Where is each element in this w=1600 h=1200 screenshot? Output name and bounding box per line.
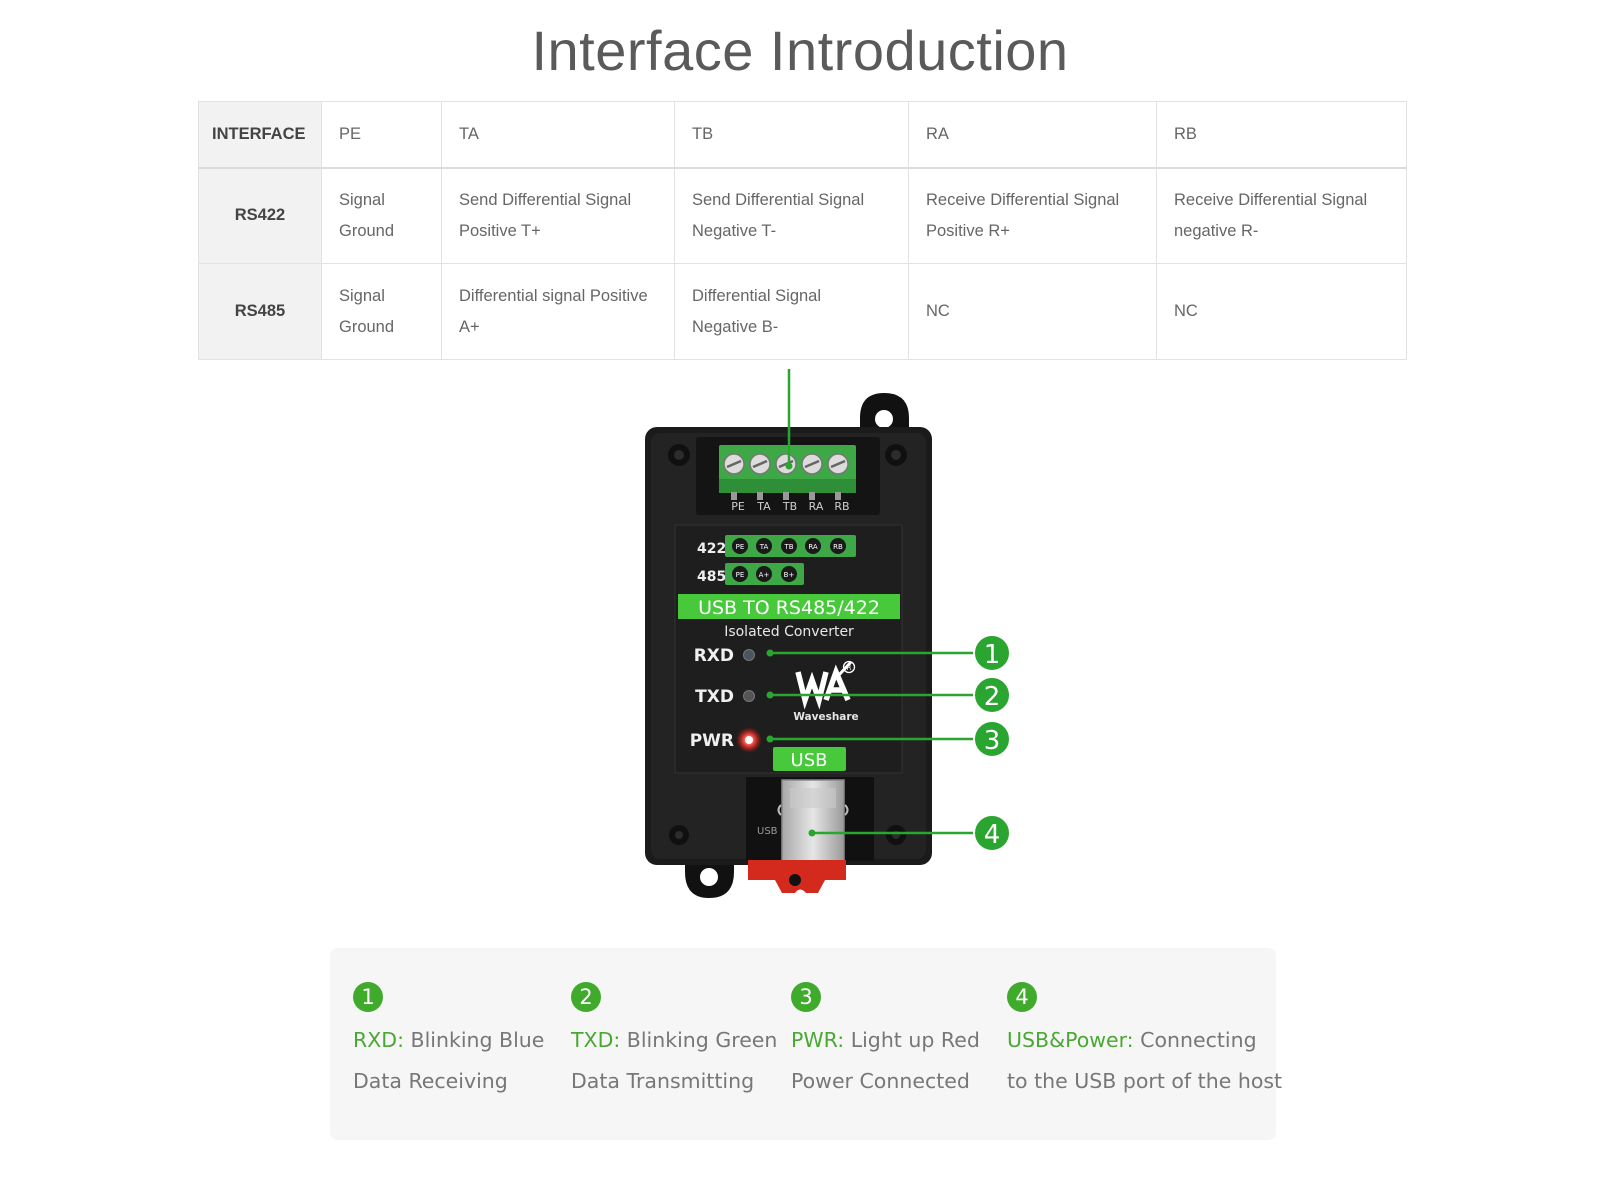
legend-desc: Connecting (1140, 1028, 1257, 1052)
legend-label: RXD: (353, 1028, 404, 1052)
usb-label: USB (791, 750, 828, 771)
row485-label: 485 (697, 569, 726, 585)
product-banner-text: USB TO RS485/422 (698, 597, 880, 619)
legend-desc: Blinking Blue (410, 1028, 545, 1052)
svg-text:A+: A+ (759, 571, 770, 579)
svg-text:TA: TA (759, 543, 769, 551)
legend-desc-2: Data Transmitting (571, 1069, 755, 1093)
usb-connector (781, 779, 845, 863)
usb-label-tab (773, 747, 846, 771)
table-cell: NC (1156, 263, 1407, 360)
row-name-rs485: RS485 (198, 263, 322, 360)
screw-icon (668, 444, 690, 466)
table-header-tb: TB (674, 101, 909, 169)
registered-mark-icon (842, 660, 856, 674)
table-cell: NC (908, 263, 1157, 360)
row-name-rs422: RS422 (198, 167, 322, 264)
brand-name: Waveshare (793, 711, 858, 723)
legend-badge: 3 (791, 982, 821, 1012)
page-title: Interface Introduction (531, 19, 1069, 82)
product-subtitle: Isolated Converter (724, 624, 854, 640)
pin-group-485: PE A+ B+ (732, 566, 797, 582)
legend-item-usb: 4 USB&Power: Connecting to the USB port … (1007, 982, 1282, 1093)
legend-item-txd: 2 TXD: Blinking Green Data Transmitting (571, 982, 777, 1093)
svg-text:PE: PE (736, 543, 745, 551)
legend-item-rxd: 1 RXD: Blinking Blue Data Receiving (353, 982, 544, 1093)
mount-ear-top (860, 393, 909, 428)
legend-desc: Blinking Green (626, 1028, 778, 1052)
callout-lines (770, 651, 982, 835)
row422-label: 422 (697, 541, 726, 557)
table-header-pe: PE (321, 101, 442, 169)
label-panel (674, 524, 903, 774)
legend-desc-2: Power Connected (791, 1069, 970, 1093)
callout-1: 1 (973, 634, 1011, 672)
device-body (645, 427, 932, 865)
svg-text:TB: TB (783, 543, 793, 551)
callout-2: 2 (973, 676, 1011, 714)
terminal-label-ra: RA (809, 500, 824, 513)
screw-icon (885, 444, 907, 466)
terminal-block (719, 445, 856, 485)
legend-label: PWR: (791, 1028, 845, 1052)
legend-badge: 2 (571, 982, 601, 1012)
svg-text:4: 4 (984, 820, 1001, 850)
led-label-rxd: RXD (694, 646, 734, 666)
legend-item-pwr: 3 PWR: Light up Red Power Connected (791, 982, 980, 1093)
table-header-interface: INTERFACE (198, 101, 322, 169)
table-header-ta: TA (441, 101, 675, 169)
terminal-screws (723, 453, 849, 475)
product-banner (678, 594, 900, 619)
legend-badge: 1 (353, 982, 383, 1012)
callout-3: 3 (973, 720, 1011, 758)
svg-text:USB: USB (757, 826, 778, 837)
svg-text:PE: PE (736, 571, 745, 579)
legend-desc: Light up Red (850, 1028, 980, 1052)
legend-label: TXD: (571, 1028, 621, 1052)
pwr-led-icon (736, 727, 762, 753)
svg-text:B+: B+ (784, 571, 795, 579)
terminal-label-tb: TB (782, 500, 797, 513)
svg-text:1: 1 (984, 640, 1001, 670)
svg-text:RA: RA (808, 543, 818, 551)
callout-4: 4 (973, 814, 1011, 852)
legend-desc-2: Data Receiving (353, 1069, 508, 1093)
table-header-rb: RB (1156, 101, 1407, 169)
usb-port-recess (746, 777, 874, 861)
svg-text:3: 3 (984, 726, 1001, 756)
legend-desc-2: to the USB port of the host (1007, 1069, 1283, 1093)
legend-panel: 1 RXD: Blinking Blue Data Receiving 2 TX… (330, 948, 1282, 1140)
table-header-ra: RA (908, 101, 1157, 169)
usb-clip (748, 860, 846, 893)
screw-icon (669, 825, 689, 845)
svg-text:R: R (847, 664, 852, 672)
screw-icon (886, 825, 906, 845)
pin-group-422: PE TA TB RA RB (732, 538, 846, 554)
mount-ear-bottom (685, 862, 734, 898)
led-label-txd: TXD (695, 687, 734, 707)
legend-label: USB&Power: (1007, 1028, 1134, 1052)
svg-text:RB: RB (833, 543, 843, 551)
table-header-row: INTERFACE PE TA TB RA RB (198, 101, 1407, 169)
led-label-pwr: PWR (690, 731, 734, 751)
rxd-led-icon (743, 649, 755, 661)
terminal-label-rb: RB (834, 500, 849, 513)
terminal-label-ta: TA (756, 500, 771, 513)
svg-text:2: 2 (984, 682, 1001, 712)
txd-led-icon (743, 690, 755, 702)
waveshare-logo: R Waveshare (793, 660, 859, 723)
legend-badge: 4 (1007, 982, 1037, 1012)
terminal-label-pe: PE (731, 500, 745, 513)
